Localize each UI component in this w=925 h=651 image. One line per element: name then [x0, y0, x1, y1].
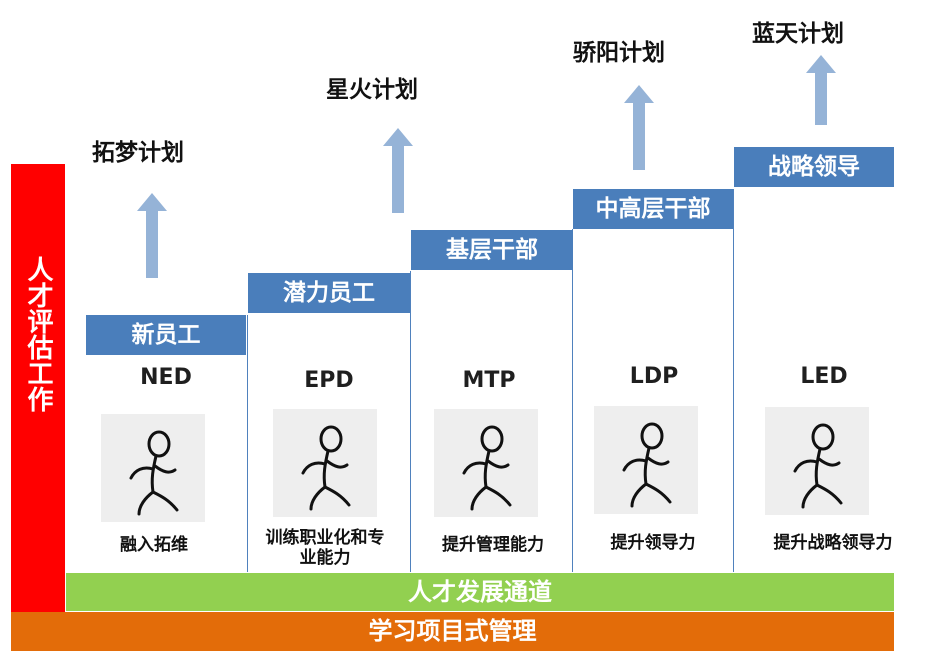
- running-figure-icon: [101, 414, 205, 522]
- project-learning-management-band: 学习项目式管理: [11, 612, 894, 651]
- caption-strategic-leadership: 提升战略领导力: [773, 533, 893, 553]
- running-figure-icon: [273, 409, 377, 517]
- step-label-potential-employee: 潜力员工: [248, 273, 410, 313]
- step-label-senior-manager: 中高层干部: [573, 189, 733, 229]
- running-figure-icon: [434, 409, 538, 517]
- talent-assessment-label: 人才评估工作: [23, 256, 53, 412]
- step-label-junior-manager: 基层干部: [411, 230, 573, 270]
- stair-line: [410, 271, 411, 572]
- up-arrow-icon: [624, 85, 654, 170]
- stair-line: [733, 189, 734, 572]
- program-code-ldp: LDP: [629, 364, 679, 389]
- caption-leadership: 提升领导力: [610, 533, 696, 553]
- stair-line: [247, 315, 248, 572]
- talent-assessment-bar: 人才评估工作: [11, 164, 65, 612]
- talent-development-channel-band: 人才发展通道: [66, 573, 894, 611]
- up-arrow-icon: [137, 193, 167, 278]
- up-arrow-icon: [383, 128, 413, 213]
- step-label-new-employee: 新员工: [86, 315, 246, 355]
- step-label-strategic-leader: 战略领导: [734, 147, 894, 187]
- program-code-mtp: MTP: [462, 368, 516, 393]
- plan-title-jiaoyang: 骄阳计划: [573, 40, 665, 66]
- running-figure-icon: [594, 406, 698, 514]
- caption-management: 提升管理能力: [442, 535, 544, 555]
- plan-title-tuomeng: 拓梦计划: [92, 140, 184, 166]
- plan-title-lantian: 蓝天计划: [752, 21, 844, 47]
- up-arrow-icon: [806, 55, 836, 125]
- plan-title-xinghuo: 星火计划: [326, 77, 418, 103]
- program-code-epd: EPD: [304, 368, 354, 393]
- caption-professional-skills: 训练职业化和专业能力: [265, 528, 385, 568]
- stair-line: [572, 229, 573, 572]
- program-code-ned: NED: [140, 365, 192, 390]
- caption-integrate: 融入拓维: [120, 535, 188, 555]
- running-figure-icon: [765, 407, 869, 515]
- program-code-led: LED: [800, 364, 848, 389]
